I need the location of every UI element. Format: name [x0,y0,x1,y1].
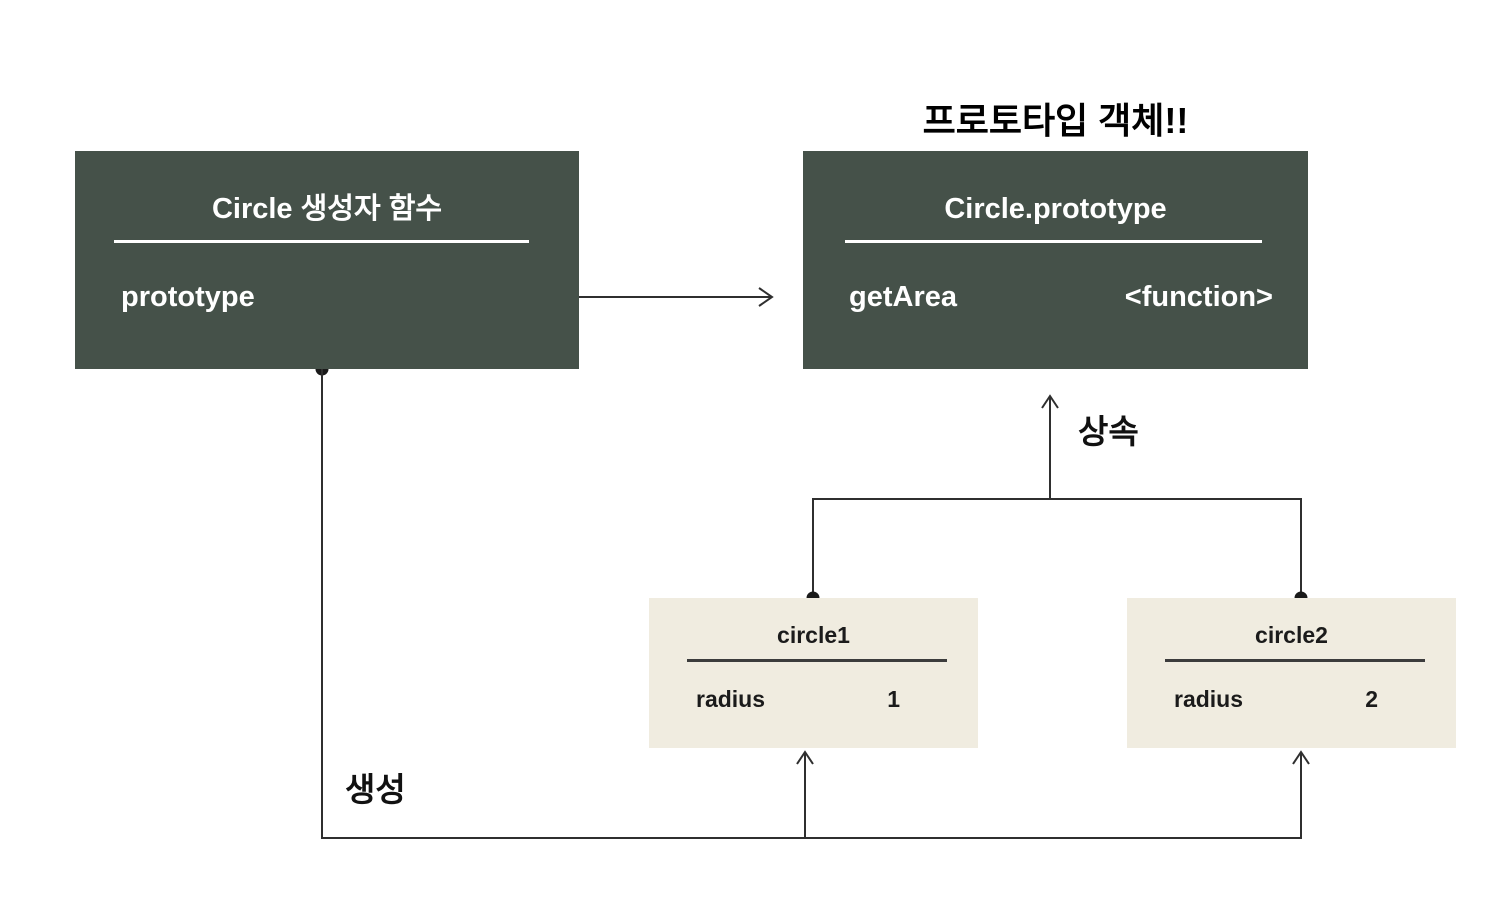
creation-arrowhead-circle1 [796,750,814,765]
prototype-box-row: getArea <function> [803,277,1308,317]
constructor-box-title: Circle 생성자 함수 [211,193,443,225]
circle1-box-divider [687,659,947,662]
circle2-box-row: radius 2 [1127,684,1456,714]
instance-box-circle1: circle1 radius 1 [649,598,978,748]
instance-box-circle2: circle2 radius 2 [1127,598,1456,748]
circle1-box-title: circle1 [777,622,850,648]
getarea-property-label: getArea [849,281,957,313]
circle1-box-row: radius 1 [649,684,978,714]
constructor-function-box: Circle 생성자 함수 prototype [75,151,579,369]
prototype-object-box: Circle.prototype getArea <function> [803,151,1308,369]
inheritance-edge-label: 상속 [1078,413,1139,450]
creation-path [321,369,1302,839]
prototype-box-title: Circle.prototype [944,193,1167,225]
getarea-property-value: <function> [1124,281,1273,313]
prototype-link-arrowhead [758,287,774,307]
circle1-radius-value: 1 [887,686,900,712]
inheritance-arrowhead [1041,394,1059,409]
constructor-box-row: prototype [75,277,579,317]
prototype-property-label: prototype [121,281,255,313]
prototype-box-divider [845,240,1262,243]
creation-edge-label: 생성 [345,771,406,808]
creation-arrowhead-circle2 [1292,750,1310,765]
circle2-radius-label: radius [1174,686,1244,712]
circle2-box-divider [1165,659,1425,662]
inheritance-path [812,498,1302,598]
prototype-object-caption: 프로토타입 객체!! [922,100,1189,141]
circle1-radius-label: radius [696,686,766,712]
circle2-radius-value: 2 [1365,686,1378,712]
constructor-box-divider [114,240,529,243]
circle2-box-title: circle2 [1255,622,1328,648]
